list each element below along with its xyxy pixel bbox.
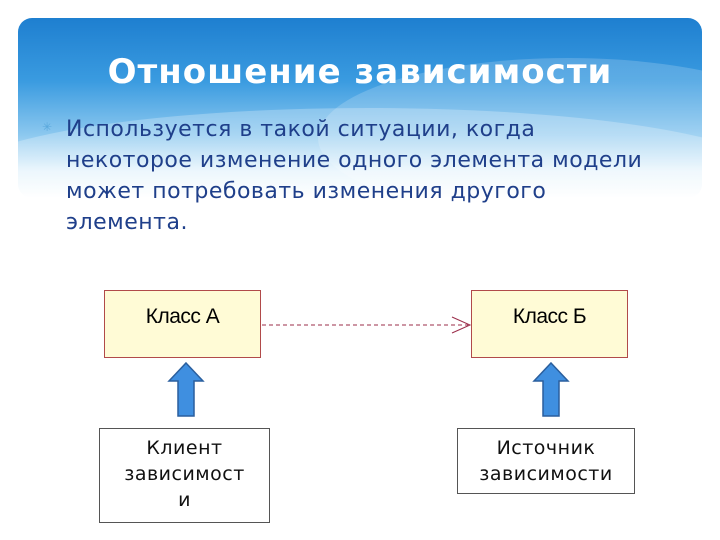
client-up-arrow [169,363,203,416]
source-note-line: зависимости [458,461,634,487]
source-note-line: Источник [458,435,634,461]
client-note-line: и [100,487,269,513]
source-up-arrow [534,363,568,416]
client-note-line: зависимост [100,461,269,487]
source-note-box: Источник зависимости [457,428,635,494]
client-note-line: Клиент [100,435,269,461]
client-note-box: Клиент зависимост и [99,428,270,523]
